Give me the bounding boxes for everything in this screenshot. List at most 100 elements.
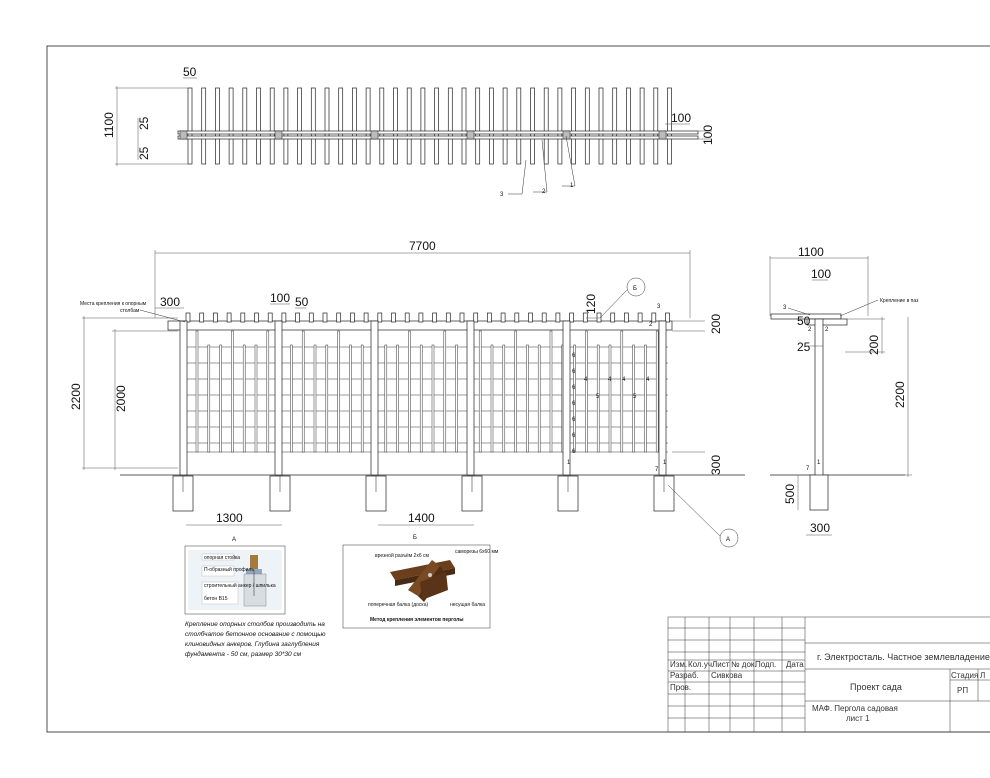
plan-slat bbox=[338, 87, 344, 165]
front-rafter bbox=[637, 312, 643, 323]
detail-a-title: А bbox=[232, 537, 236, 543]
front-mark-6d: 6 bbox=[572, 401, 576, 407]
note-line-1: Крепление опорных столбов производить на bbox=[185, 620, 325, 628]
plan-dim-depth: 1100 bbox=[102, 112, 116, 138]
plan-dim-25a: 25 bbox=[137, 116, 151, 130]
plan-callout-2: 2 bbox=[542, 189, 546, 195]
side-dim-300: 300 bbox=[810, 521, 830, 535]
front-slat bbox=[254, 344, 258, 453]
front-post bbox=[658, 320, 667, 476]
front-label-attach-2: столбам bbox=[120, 308, 140, 314]
side-foundation bbox=[809, 474, 829, 511]
front-mark-7: 7 bbox=[655, 467, 659, 473]
front-view-b: Б bbox=[633, 286, 637, 292]
front-slat bbox=[219, 344, 222, 453]
front-rafter bbox=[473, 312, 479, 323]
front-mark-4c: 4 bbox=[622, 377, 626, 383]
plan-slat bbox=[228, 87, 234, 165]
front-rafter bbox=[445, 312, 451, 323]
plan-dim-25b: 25 bbox=[137, 146, 151, 160]
front-mark-1b: 1 bbox=[663, 460, 667, 466]
front-rafter bbox=[391, 312, 396, 323]
front-slat bbox=[396, 344, 399, 453]
plan-slat bbox=[393, 87, 398, 165]
tb-stage-label: Стадия bbox=[951, 671, 978, 680]
side-mark-1: 1 bbox=[817, 460, 821, 466]
plan-slat bbox=[653, 87, 659, 165]
front-slat bbox=[514, 330, 517, 453]
plan-slat bbox=[434, 87, 439, 165]
plan-slat bbox=[256, 87, 261, 165]
front-rafter bbox=[610, 312, 616, 323]
front-post bbox=[562, 320, 571, 476]
front-rafter bbox=[254, 312, 259, 323]
plan-slat bbox=[420, 87, 426, 165]
front-mark-6b: 6 bbox=[572, 369, 576, 375]
front-dim-1400: 1400 bbox=[408, 511, 435, 525]
front-rafter bbox=[418, 312, 424, 323]
plan-beam-top bbox=[177, 130, 699, 135]
side-mark-3: 3 bbox=[783, 305, 787, 311]
note-line-2: столбчатое бетонное основание с помощью bbox=[185, 630, 326, 638]
front-mark-6e: 6 bbox=[572, 417, 576, 423]
front-slat bbox=[455, 344, 458, 453]
front-dim-300: 300 bbox=[709, 455, 723, 475]
front-mark-6a: 6 bbox=[572, 353, 576, 359]
side-dim-width: 1100 bbox=[798, 245, 824, 259]
plan-slat bbox=[516, 87, 522, 165]
front-view-a: А bbox=[726, 537, 730, 543]
plan-slat bbox=[297, 87, 302, 165]
front-slat bbox=[349, 344, 352, 453]
front-rafter bbox=[665, 312, 670, 323]
side-dim-2200: 2200 bbox=[893, 381, 907, 408]
front-slat bbox=[231, 330, 234, 453]
side-mark-7: 7 bbox=[806, 466, 810, 472]
detail-b-label-br: несущая балка bbox=[450, 602, 485, 608]
front-post bbox=[274, 320, 283, 476]
plan-slat bbox=[406, 87, 412, 165]
front-rafter bbox=[624, 312, 629, 323]
note-line-4: фундамента - 50 см, размер 30*30 см bbox=[185, 650, 302, 658]
plan-slat bbox=[242, 87, 248, 165]
note-line-3: клиновидных анкеров. Глубина заглубления bbox=[185, 640, 320, 648]
front-slat bbox=[478, 330, 482, 453]
plan-slat bbox=[639, 87, 645, 165]
plan-dim-100b: 100 bbox=[701, 125, 715, 145]
front-rafter bbox=[596, 312, 602, 323]
front-rafter bbox=[528, 312, 533, 323]
detail-b-caption: Метод крепления элементов перголы bbox=[370, 617, 464, 623]
detail-a-label-2: строительный анкер / шпилька bbox=[204, 582, 276, 589]
front-slat bbox=[632, 344, 635, 453]
front-slat bbox=[337, 330, 340, 453]
side-dim-post: 100 bbox=[811, 267, 831, 281]
front-dim-post: 100 bbox=[270, 291, 290, 305]
front-dim-120: 120 bbox=[584, 294, 598, 314]
plan-slat bbox=[475, 87, 481, 165]
plan-slat bbox=[598, 87, 604, 165]
front-slat bbox=[443, 330, 447, 453]
front-rafter bbox=[555, 312, 561, 323]
front-slat bbox=[313, 344, 317, 453]
front-mark-6c: 6 bbox=[572, 385, 576, 391]
plan-slat bbox=[557, 87, 563, 165]
tb-location: г. Электросталь. Частное землевладение bbox=[817, 652, 990, 662]
front-rafter bbox=[651, 312, 657, 323]
front-rafter bbox=[377, 312, 383, 323]
front-slat bbox=[195, 330, 199, 453]
front-view-b-circle bbox=[626, 277, 646, 297]
plan-dim-slat: 50 bbox=[183, 65, 197, 79]
front-rafter bbox=[281, 312, 287, 323]
plan-slat bbox=[187, 87, 193, 165]
front-slat bbox=[431, 344, 435, 453]
tb-col-list: Лист bbox=[712, 660, 730, 669]
plan-slat bbox=[626, 87, 631, 165]
front-rafter bbox=[185, 312, 191, 323]
front-rafters bbox=[185, 312, 670, 323]
front-slat bbox=[266, 330, 270, 453]
front-rafter bbox=[459, 312, 465, 323]
side-beam bbox=[806, 318, 848, 326]
front-elevation: 7700 300 100 50 120 200 2200 2000 300 13… bbox=[69, 239, 745, 548]
front-dim-edge: 300 bbox=[160, 295, 180, 309]
front-rafter bbox=[213, 312, 218, 323]
plan-slat bbox=[352, 87, 357, 165]
